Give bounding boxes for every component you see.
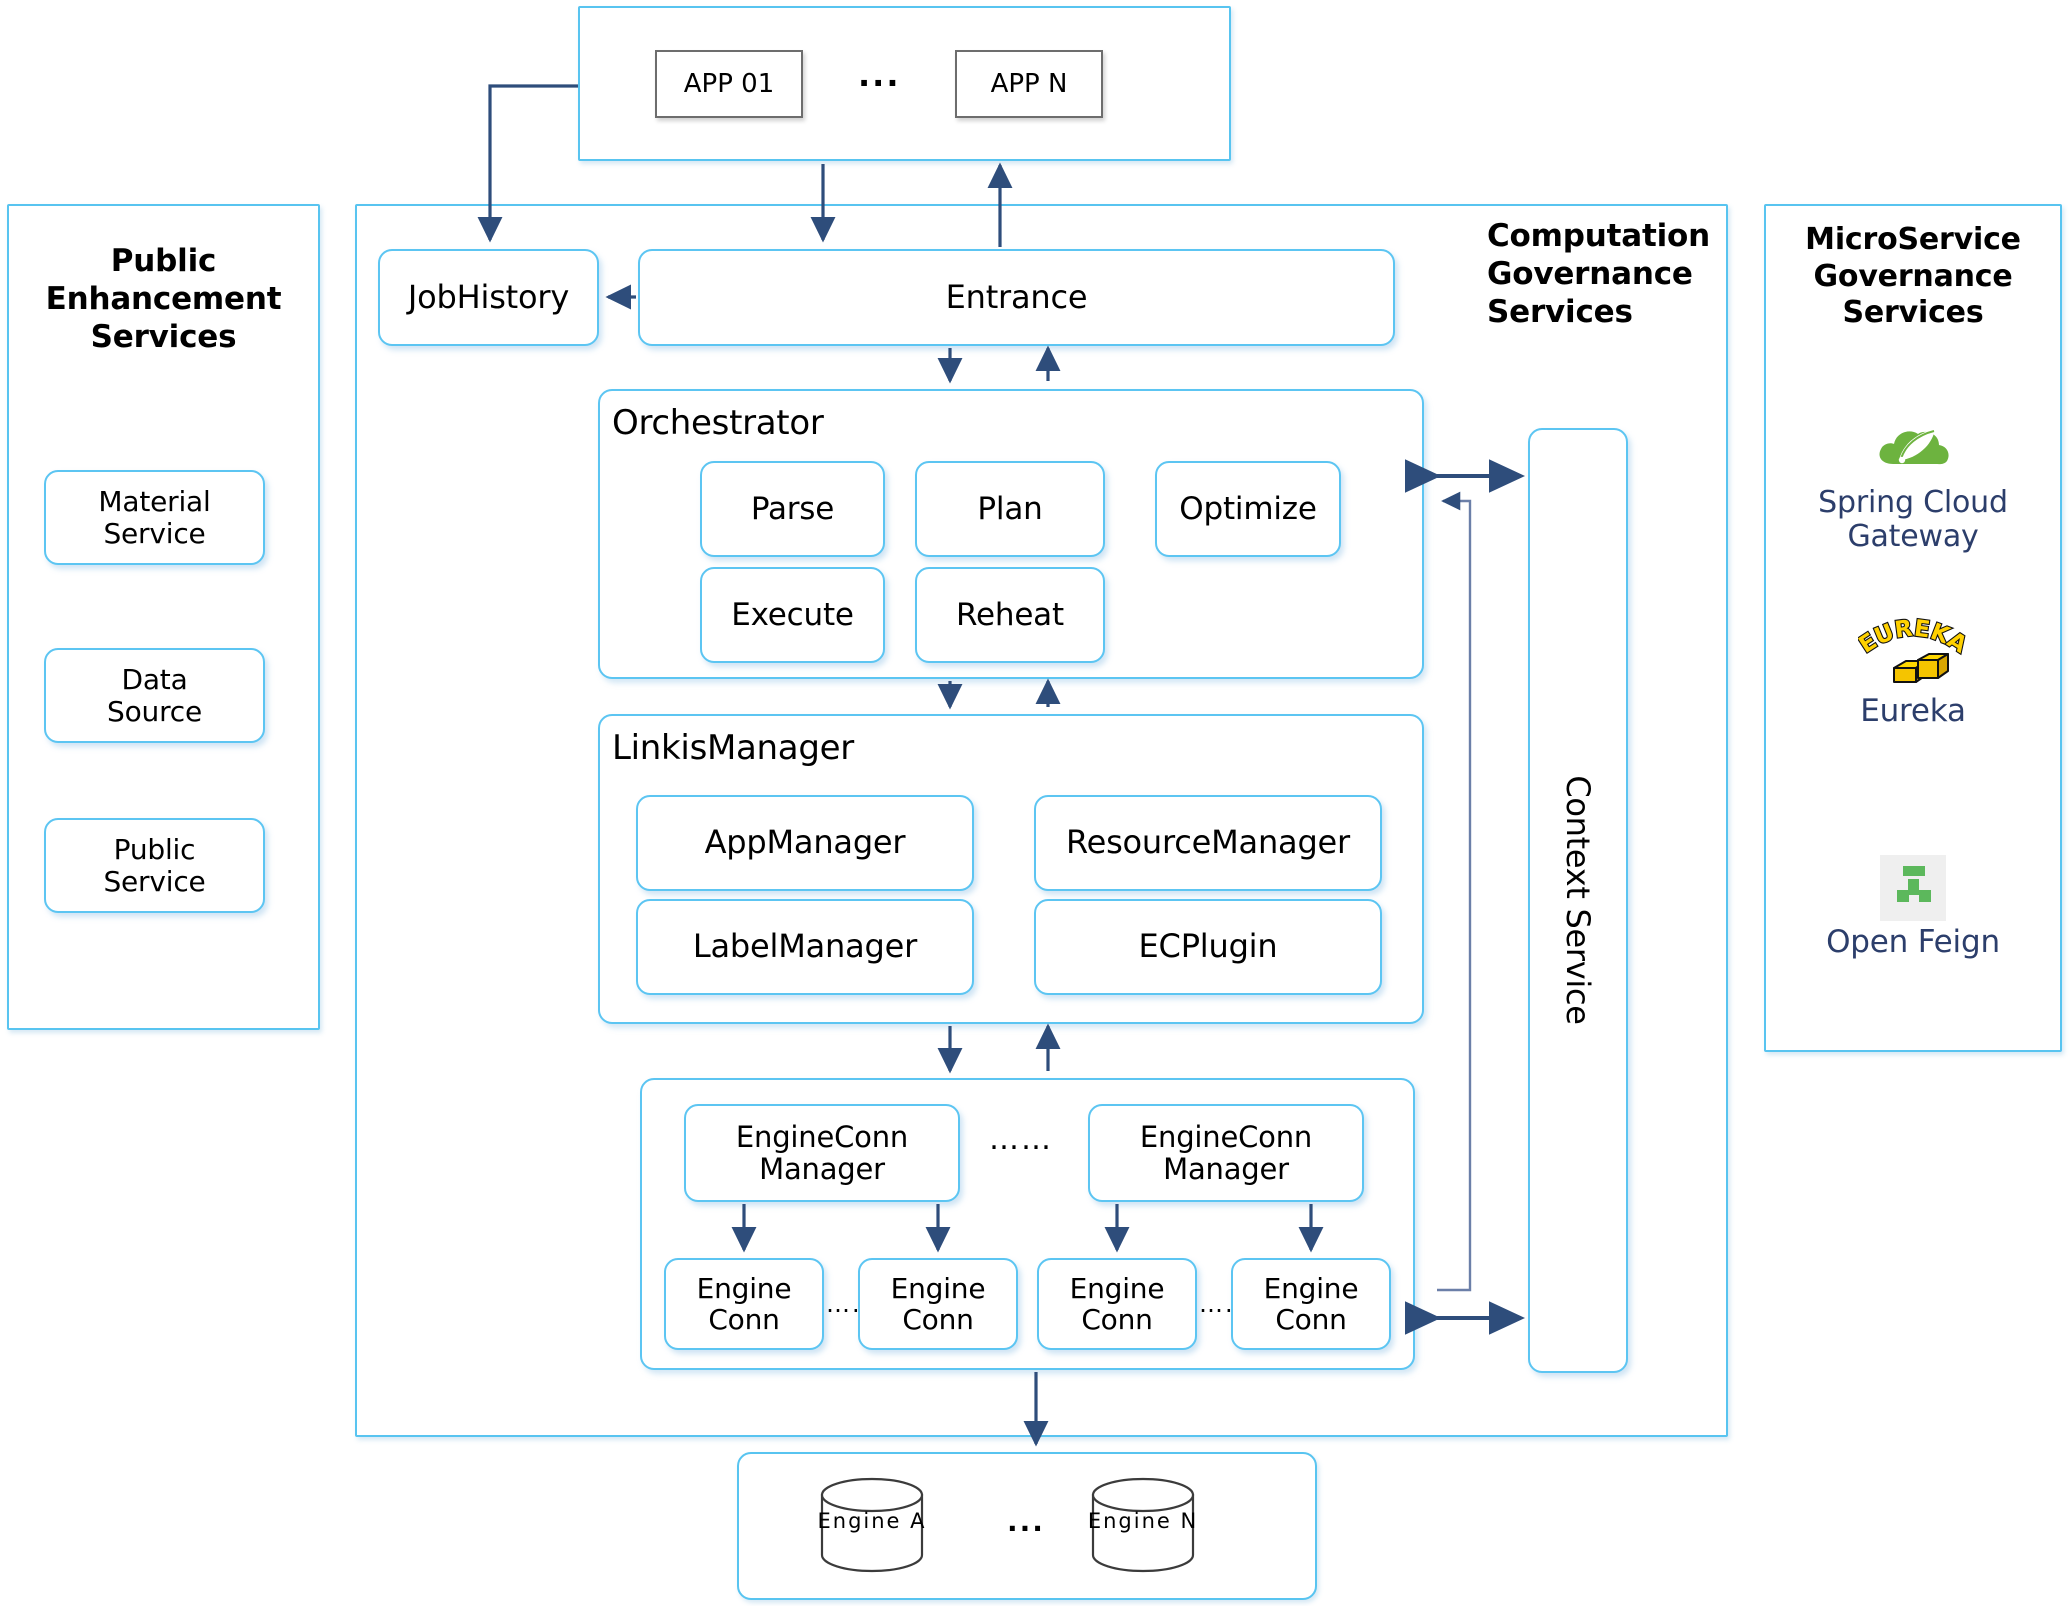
ec-1-line-2: Conn [708,1303,780,1336]
microservice-governance-services-title: MicroService Governance Services [1774,222,2052,332]
engine-a-label-wrap: Engine A [817,1509,926,1533]
resource-manager-label: ResourceManager [1065,823,1351,862]
orchestrator-optimize-node[interactable]: Optimize [1155,461,1341,557]
mgs-title-line-3: Services [1842,295,1984,331]
ecm-2-line-1: EngineConn [1139,1119,1313,1154]
orchestrator-parse-node[interactable]: Parse [700,461,885,557]
ec-1-line-1: Engine [696,1271,792,1305]
ec-plugin-label: ECPlugin [1138,927,1278,966]
execute-label: Execute [731,596,854,633]
parse-label: Parse [750,490,835,527]
title-line-3: Services [90,318,237,355]
material-service-line-2: Service [103,516,206,550]
engine-conn-node-4[interactable]: Engine Conn [1231,1258,1391,1350]
orchestrator-reheat-node[interactable]: Reheat [915,567,1105,663]
title-line-2: Enhancement [45,280,282,317]
engine-conn-node-2[interactable]: Engine Conn [858,1258,1018,1350]
label-manager-node[interactable]: LabelManager [636,899,974,995]
ec-3-line-2: Conn [1081,1303,1153,1336]
public-service-line-1: Public [113,833,196,867]
mgs-title-line-2: Governance [1813,258,2013,294]
material-service-node[interactable]: Material Service [44,470,265,565]
app-manager-node[interactable]: AppManager [636,795,974,891]
app-box-01: APP 01 [655,50,803,118]
engine-conn-node-3[interactable]: Engine Conn [1037,1258,1197,1350]
cgs-title-line-1: Computation [1487,218,1710,254]
engine-n-label: Engine N [1087,1509,1199,1533]
public-service-node[interactable]: Public Service [44,818,265,913]
ec-2-line-1: Engine [890,1271,986,1305]
reheat-label: Reheat [956,596,1064,633]
job-history-label: JobHistory [407,277,570,316]
engine-conn-node-1[interactable]: Engine Conn [664,1258,824,1350]
ec-4-line-1: Engine [1263,1271,1359,1305]
public-service-line-2: Service [103,864,206,898]
public-enhancement-services-title: Public Enhancement Services [17,243,310,356]
engine-conn-manager-ellipsis: …… [989,1122,1053,1157]
apps-ellipsis: ... [858,56,901,94]
plan-label: Plan [977,490,1043,527]
eureka-label: Eureka [1860,693,1966,729]
eureka-item[interactable]: EUREKA Eureka [1774,612,2052,729]
app-box-01-label: APP 01 [683,69,775,99]
ecm-2-line-2: Manager [1163,1152,1289,1186]
cgs-title-line-2: Governance [1487,255,1693,292]
engines-ellipsis: ... [1007,1505,1045,1538]
cgs-title-line-3: Services [1487,293,1633,330]
open-feign-item[interactable]: Open Feign [1774,855,2052,960]
orchestrator-execute-node[interactable]: Execute [700,567,885,663]
computation-governance-services-title: Computation Governance Services [1487,218,1747,331]
entrance-node[interactable]: Entrance [638,249,1395,346]
engine-conn-manager-node-1[interactable]: EngineConn Manager [684,1104,960,1202]
app-manager-label: AppManager [704,823,906,862]
orchestrator-title: Orchestrator [612,403,824,443]
spring-cloud-leaf-icon [1879,429,1949,465]
mgs-title-line-1: MicroService [1805,222,2021,257]
optimize-label: Optimize [1179,490,1317,527]
data-source-node[interactable]: Data Source [44,648,265,743]
job-history-node[interactable]: JobHistory [378,249,599,346]
ec-plugin-node[interactable]: ECPlugin [1034,899,1382,995]
svg-text:EUREKA: EUREKA [1858,616,1968,659]
ec-3-line-1: Engine [1069,1271,1165,1305]
spring-cloud-gateway-label: Spring Cloud Gateway [1818,485,2008,555]
app-box-n-label: APP N [990,69,1068,99]
engine-a-label: Engine A [817,1509,927,1533]
material-service-line-1: Material [98,485,211,519]
title-line-1: Public [110,243,217,279]
app-box-n: APP N [955,50,1103,118]
ec-2-line-2: Conn [902,1303,974,1336]
resource-manager-node[interactable]: ResourceManager [1034,795,1382,891]
engine-conn-manager-node-2[interactable]: EngineConn Manager [1088,1104,1364,1202]
engine-n-label-wrap: Engine N [1088,1509,1198,1533]
context-service-node[interactable] [1528,428,1628,1373]
spring-cloud-gateway-item[interactable]: Spring Cloud Gateway [1774,420,2052,554]
label-manager-label: LabelManager [692,927,918,966]
data-source-line-1: Data [121,663,188,697]
open-feign-icon [1880,855,1946,921]
entrance-label: Entrance [945,277,1088,316]
orchestrator-plan-node[interactable]: Plan [915,461,1105,557]
eureka-gold-bars-icon: EUREKA [1858,614,1968,683]
ecm-1-line-2: Manager [759,1152,885,1186]
linkis-manager-title: LinkisManager [612,728,854,768]
ecm-1-line-1: EngineConn [735,1119,909,1154]
open-feign-label: Open Feign [1826,924,2000,960]
context-service-label: Context Service [1559,775,1597,1025]
ec-4-line-2: Conn [1275,1303,1347,1336]
data-source-line-2: Source [107,694,202,728]
